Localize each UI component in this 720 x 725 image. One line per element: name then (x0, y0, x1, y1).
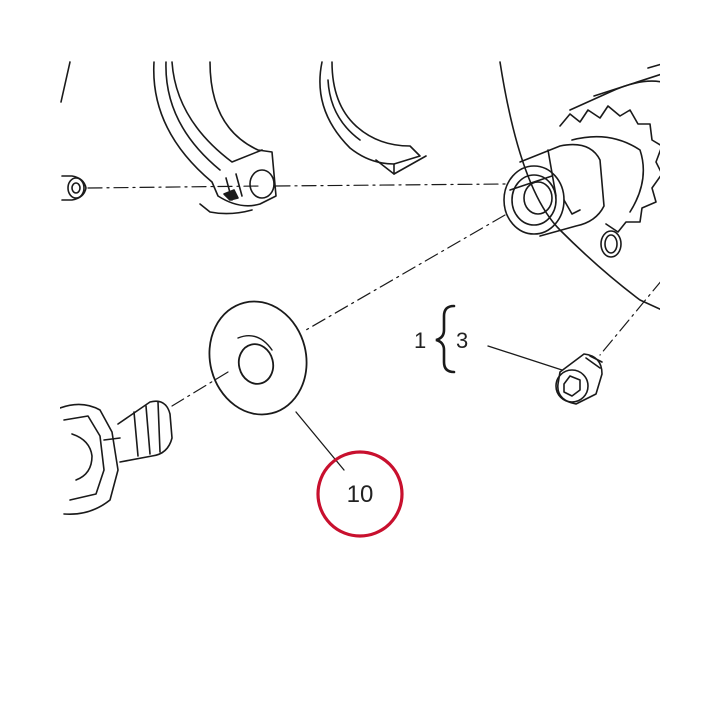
small-fitting-part (61, 175, 87, 201)
edge-line (60, 61, 71, 103)
callout-label-group: 1 (414, 328, 426, 353)
callout-label-washer: 10 (347, 481, 374, 508)
grub-screw-part (555, 353, 603, 405)
highlight-circle (316, 450, 404, 538)
clamp-half-shell-part (152, 61, 277, 215)
callout-label-grub-screw: 3 (456, 328, 468, 353)
assembly-axis-lines (87, 183, 660, 407)
leader-lines (295, 345, 563, 471)
washer-part (208, 300, 308, 416)
bearing-half-shell-part (319, 61, 427, 175)
group-brace (435, 304, 456, 374)
leader-line-grub-screw (487, 345, 563, 371)
flange-bolt-part (60, 400, 173, 516)
leader-line-washer (295, 411, 345, 471)
gear-hub-assembly-part (499, 61, 660, 310)
